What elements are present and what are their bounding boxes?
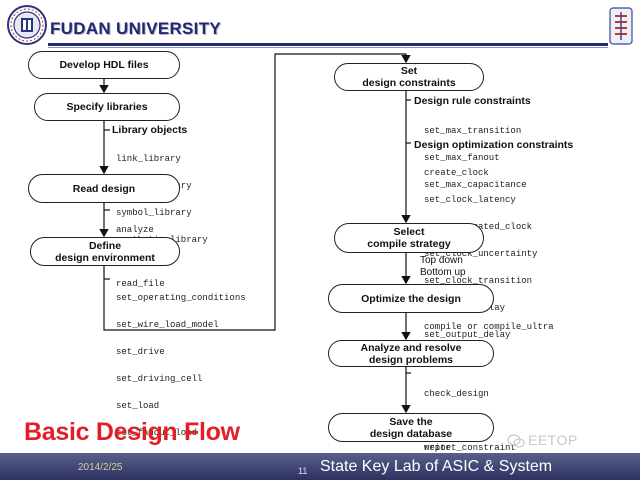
env-command: set_load xyxy=(116,401,160,411)
footer-lab-name: State Key Lab of ASIC & System xyxy=(320,458,553,475)
env-command: set_wire_load_model xyxy=(116,320,219,330)
develop-hdl-label: Develop HDL files xyxy=(59,59,149,71)
doc-command: set_clock_transition xyxy=(424,276,533,286)
doc-command: create_clock xyxy=(424,168,489,178)
analyze-command: check_design xyxy=(424,389,489,399)
analyze-resolve-line1: Analyze and resolve xyxy=(360,341,462,354)
specify-libraries-label: Specify libraries xyxy=(66,101,148,113)
page-number: 11 xyxy=(298,466,308,476)
read-design-box: Read design xyxy=(28,174,180,203)
env-bracket xyxy=(103,53,411,331)
optimize-design-label: Optimize the design xyxy=(361,292,461,305)
footer-bar xyxy=(0,453,640,480)
read-command: analyze xyxy=(116,225,154,235)
flow-connectors xyxy=(99,53,411,414)
design-rule-heading: Design rule constraints xyxy=(414,95,531,107)
define-environment-line1: Define xyxy=(88,239,122,252)
compile-strategy-line1: Select xyxy=(393,226,425,238)
compile-strategy-line2: compile strategy xyxy=(367,238,451,250)
compile-command: compile or compile_ultra xyxy=(424,322,554,332)
env-command: set_fanout_load xyxy=(116,428,198,438)
library-objects-heading: Library objects xyxy=(112,124,188,136)
optimize-design-box: Optimize the design xyxy=(328,284,494,313)
read-command: read_file xyxy=(116,279,165,289)
strategy-option: Bottom up xyxy=(420,267,466,278)
slide: FUDAN UNIVERSITY xyxy=(0,5,640,483)
save-database-box: Save the design database xyxy=(328,413,494,442)
strategy-options: Top down Bottom up xyxy=(420,255,466,279)
compile-strategy-box: Select compile strategy xyxy=(334,223,484,253)
read-design-label: Read design xyxy=(72,182,136,195)
env-command: set_driving_cell xyxy=(116,374,203,384)
develop-hdl-box: Develop HDL files xyxy=(28,51,180,79)
drc-command: set_max_capacitance xyxy=(424,180,527,190)
define-environment-box: Define design environment xyxy=(30,237,180,266)
design-rule-commands: set_max_transition set_max_fanout set_ma… xyxy=(424,109,527,208)
save-database-line1: Save the xyxy=(389,415,433,428)
footer-date: 2014/2/25 xyxy=(78,462,123,473)
doc-command: set_output_delay xyxy=(424,330,511,340)
env-command: set_drive xyxy=(116,347,165,357)
watermark-text: EETOP xyxy=(528,432,578,448)
define-environment-line2: design environment xyxy=(55,251,155,264)
set-constraints-line1: Set xyxy=(400,65,418,77)
strategy-option: Top down xyxy=(420,255,463,266)
write-command: write xyxy=(424,443,452,453)
env-command: set_operating_conditions xyxy=(116,293,246,303)
header-rule-thin xyxy=(48,47,608,48)
set-constraints-box: Set design constraints xyxy=(334,63,484,91)
doc-command: set_clock_uncertainty xyxy=(424,249,538,259)
drc-command: set_max_transition xyxy=(424,126,522,136)
drc-command: set_max_fanout xyxy=(424,153,500,163)
set-constraints-line2: design constraints xyxy=(362,77,456,89)
university-name: FUDAN UNIVERSITY xyxy=(50,19,222,38)
environment-commands: set_operating_conditions set_wire_load_m… xyxy=(116,276,246,483)
lab-logo xyxy=(609,7,633,45)
design-optimization-heading: Design optimization constraints xyxy=(414,139,574,151)
library-object: link_library xyxy=(116,154,181,164)
analyze-resolve-line2: design problems xyxy=(368,353,453,366)
doc-command: set_clock_latency xyxy=(424,195,516,205)
library-object: symbol_library xyxy=(116,208,192,218)
save-database-line2: design database xyxy=(369,427,453,440)
specify-libraries-box: Specify libraries xyxy=(34,93,180,121)
analyze-resolve-box: Analyze and resolve design problems xyxy=(328,340,494,367)
slide-title: Basic Design Flow xyxy=(24,418,240,446)
university-seal-logo xyxy=(7,5,47,45)
wechat-icon xyxy=(507,434,525,448)
analyze-command: report_constraint xyxy=(424,443,516,453)
header-rule xyxy=(48,43,608,46)
